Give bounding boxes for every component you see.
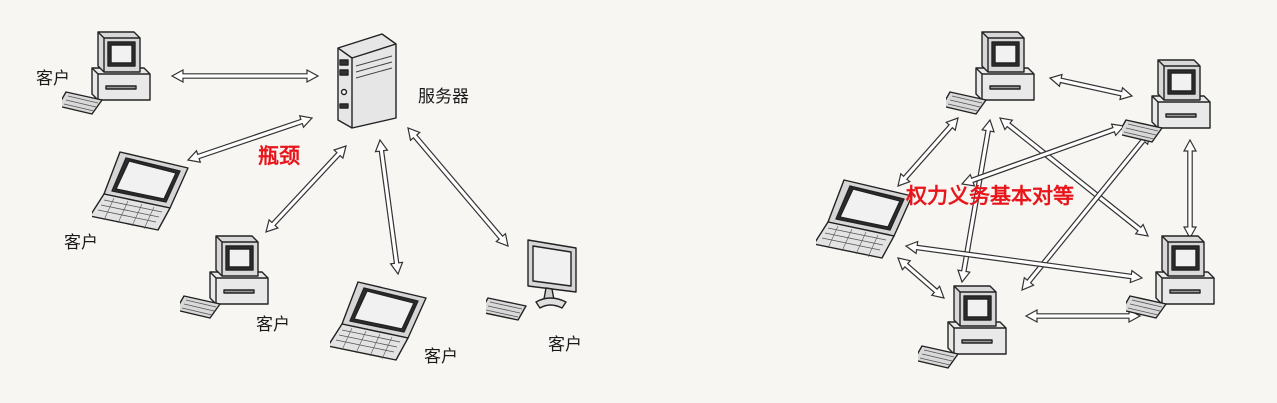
- double-arrow-link: [186, 115, 314, 163]
- client-label: 客户: [36, 69, 70, 89]
- double-arrow-link: [897, 257, 945, 299]
- double-arrow-link: [1048, 73, 1134, 101]
- double-arrow-link: [960, 123, 1126, 187]
- double-arrow-link: [1024, 308, 1142, 324]
- double-arrow-link: [374, 138, 404, 276]
- double-arrow-link: [265, 145, 347, 233]
- double-arrow-link: [170, 68, 320, 84]
- double-arrow-link: [957, 118, 995, 284]
- server-icon: [337, 33, 397, 129]
- double-arrow-link: [904, 240, 1144, 284]
- desktop-computer-icon: [62, 31, 151, 115]
- client-label: 客户: [424, 347, 458, 367]
- laptop-computer-icon: [92, 151, 189, 231]
- double-arrow-link: [1182, 138, 1198, 240]
- double-arrow-link: [999, 117, 1149, 237]
- peer-to-peer-diagram: 权力义务基本对等: [816, 31, 1215, 369]
- desktop-computer-icon: [918, 285, 1007, 369]
- desktop-computer-icon: [180, 235, 269, 319]
- server-label: 服务器: [418, 87, 469, 107]
- double-arrow-link: [897, 117, 959, 187]
- client-server-links: [170, 68, 509, 276]
- client-label: 客户: [256, 315, 290, 335]
- equal-rights-label: 权力义务基本对等: [905, 184, 1074, 208]
- peer-to-peer-links: [897, 73, 1198, 324]
- double-arrow-link: [407, 127, 509, 247]
- client-label: 客户: [548, 335, 582, 355]
- flat-panel-computer-icon: [486, 239, 577, 321]
- desktop-computer-icon: [946, 31, 1035, 115]
- bottleneck-label: 瓶颈: [258, 144, 300, 168]
- client-server-diagram: 服务器 瓶颈 客户 客户 客户 客户 客户: [36, 31, 582, 367]
- client-label: 客户: [64, 233, 98, 253]
- laptop-computer-icon: [330, 281, 427, 361]
- laptop-computer-icon: [816, 179, 913, 259]
- desktop-computer-icon: [1122, 59, 1211, 143]
